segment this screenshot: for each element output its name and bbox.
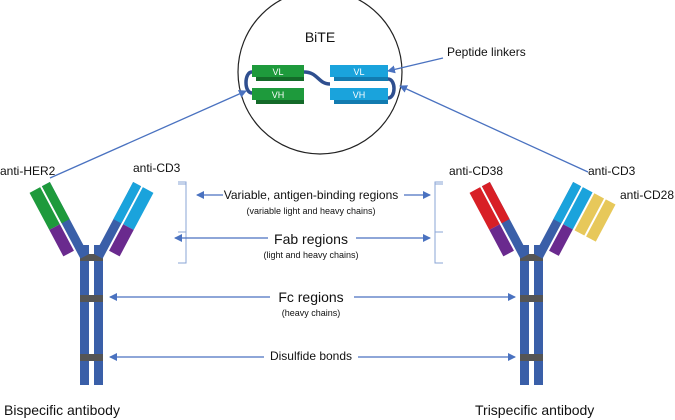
anti-cd28-light-variable	[586, 199, 616, 242]
disulfide-bond	[520, 354, 543, 361]
anti-cd3-light-variable	[123, 187, 154, 230]
right-arm	[534, 182, 616, 259]
disulfide-bonds-label: Disulfide bonds	[270, 349, 352, 363]
peptide-linkers-arrow	[387, 57, 444, 74]
vl-domain-left	[252, 65, 304, 77]
linker-middle	[303, 70, 331, 86]
vl-label-right: VL	[353, 67, 364, 77]
disulfide-bond	[520, 295, 543, 302]
anti-cd38-light-variable	[469, 187, 500, 230]
right-arm	[94, 182, 154, 259]
bispecific-to-bite-arrow	[49, 90, 247, 179]
anti-cd3-heavy-variable	[553, 182, 582, 224]
anti-cd28-label: anti-CD28	[620, 188, 674, 202]
fab-bracket-right	[434, 183, 443, 264]
anti-cd28-heavy-variable	[574, 193, 605, 236]
variable-regions-sublabel: (variable light and heavy chains)	[246, 206, 375, 216]
vh-domain-right	[330, 88, 388, 100]
heavy-chain-stem-left	[80, 245, 89, 385]
bispecific-caption: Bispecific antibody	[4, 402, 120, 418]
light-constant	[549, 224, 573, 256]
bite-circle	[237, 0, 403, 155]
anti-cd3-label-right: anti-CD3	[588, 164, 636, 178]
vl-label-left: VL	[272, 67, 283, 77]
heavy-chain-stem-right	[94, 245, 103, 385]
bispecific-antibody	[29, 182, 154, 385]
disulfide-bond	[80, 295, 103, 302]
trispecific-to-bite-arrow	[399, 85, 589, 173]
left-arm	[29, 182, 89, 259]
trispecific-antibody	[469, 182, 616, 385]
heavy-chain-stem-left	[520, 245, 529, 385]
fc-regions-sublabel: (heavy chains)	[282, 308, 341, 318]
anti-cd3-label-left: anti-CD3	[133, 161, 181, 175]
anti-cd3-light-constant	[109, 224, 134, 257]
anti-her2-label: anti-HER2	[0, 164, 56, 178]
bite-title: BiTE	[305, 29, 335, 45]
fab-bracket-left	[178, 183, 187, 264]
disulfide-bond	[80, 254, 103, 261]
linker-left	[244, 70, 253, 95]
trispecific-caption: Trispecific antibody	[475, 402, 594, 418]
fab-regions-label: Fab regions	[274, 231, 348, 247]
anti-cd3-heavy-variable	[113, 182, 142, 224]
vh-domain-left	[252, 88, 304, 100]
bite-group: BiTE VL VH VL VH	[237, 0, 403, 155]
vl-domain-right	[330, 65, 388, 77]
anti-cd38-heavy-variable	[481, 182, 510, 224]
anti-cd3-light-variable	[563, 187, 593, 230]
anti-cd38-label: anti-CD38	[449, 164, 503, 178]
vh-label-left: VH	[272, 90, 285, 100]
variable-bracket-left	[178, 181, 187, 233]
fc-regions-label: Fc regions	[278, 289, 343, 305]
vh-label-right: VH	[353, 90, 366, 100]
peptide-linkers-label: Peptide linkers	[447, 45, 526, 59]
fab-regions-sublabel: (light and heavy chains)	[263, 250, 358, 260]
variable-regions-label: Variable, antigen-binding regions	[224, 188, 399, 202]
anti-her2-light-variable	[29, 187, 60, 230]
left-arm	[469, 182, 529, 259]
anti-her2-light-constant	[49, 224, 74, 257]
disulfide-bond	[520, 254, 543, 261]
linker-right	[387, 77, 396, 100]
disulfide-bond	[80, 354, 103, 361]
variable-bracket-right	[434, 181, 443, 233]
anti-cd38-light-constant	[489, 224, 514, 257]
anti-her2-heavy-variable	[41, 182, 70, 224]
heavy-chain-stem-right	[534, 245, 543, 385]
